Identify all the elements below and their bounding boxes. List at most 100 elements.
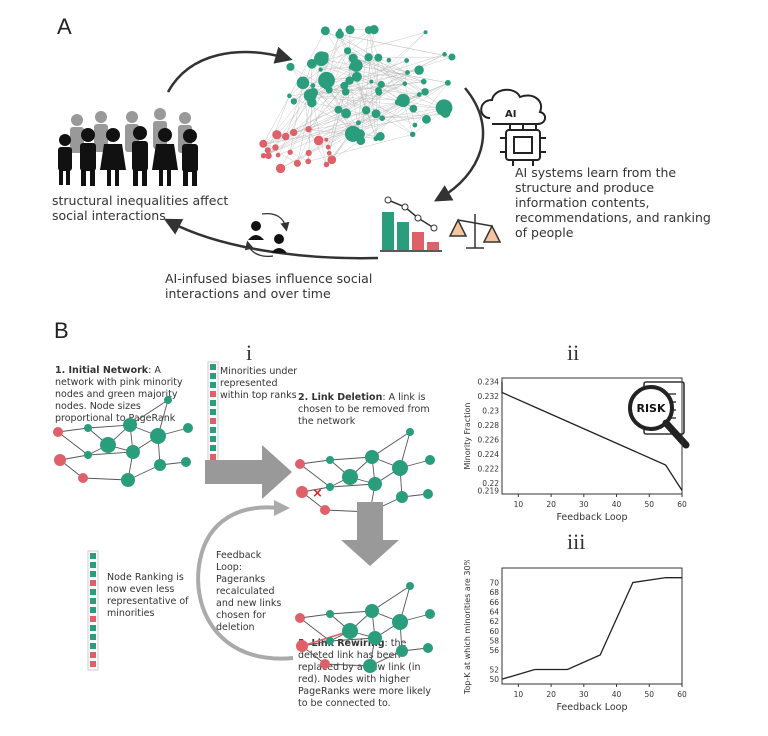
rank-cell [90,571,96,577]
network-edge [329,637,376,642]
x-tick-label: 40 [612,690,622,699]
network-edge [371,431,411,458]
y-tick-label: 0.234 [478,378,500,387]
plot-frame [501,567,683,685]
y-tick-label: 0.226 [478,436,500,445]
network-node [84,424,92,432]
y-tick-label: 50 [489,675,499,684]
step1-title: 1. Initial Network [55,365,149,376]
network-edge [129,399,169,426]
network-edge [344,60,407,86]
rank-cell [210,445,216,451]
network-node [348,64,354,70]
panel-b-label: B [54,318,69,343]
network-node [425,609,435,619]
network-edge [338,83,405,110]
series-line [501,577,682,680]
y-tick-label: 70 [489,579,499,588]
network-edge [311,63,424,82]
rank-cell [210,436,216,442]
network-node [84,451,92,459]
x-tick-label: 60 [677,500,687,509]
social-interaction-icon [244,212,290,258]
network-node [409,104,418,113]
cycle-arrow-people-to-network [166,46,293,93]
rank-cell [90,580,96,586]
network-node [260,153,267,159]
network-node [259,139,268,148]
network-node [402,81,408,87]
rank-cell [90,607,96,613]
rank-cell [210,382,216,388]
network-node [305,158,312,165]
y-axis-label: Top-K at which minorities are 30% [463,560,472,695]
network-edge [329,58,354,154]
x-tick-label: 60 [677,690,687,699]
network-node [342,469,358,485]
network-node [356,136,366,146]
network-node [305,125,312,133]
network-node [126,445,140,459]
network-edge [331,90,379,160]
network-node [396,491,408,503]
network-edge [320,66,352,70]
network-edge [308,85,345,130]
network-node [326,637,334,645]
network-node [325,144,331,150]
y-tick-label: 64 [489,608,499,617]
x-tick-label: 40 [612,500,622,509]
network-edge [339,34,426,92]
network-edge [358,30,370,123]
network-node [425,455,435,465]
x-tick-label: 20 [546,500,556,509]
network-node [326,610,334,618]
network-node [322,81,332,90]
rank-cell [90,634,96,640]
network-edge [338,54,445,110]
network-node [272,144,279,151]
network-edge [293,107,445,133]
network-edge [328,92,380,148]
network-edge [263,30,326,144]
process-arrow-right [205,445,292,499]
network-edge [293,85,313,102]
network-node [306,59,317,69]
network-node [326,150,332,156]
network-node [420,78,427,85]
network-node [374,53,383,62]
network-edge [289,82,304,153]
network-node [340,81,349,90]
rank-cell [90,661,96,667]
network-edge [329,610,373,615]
rewired-network [295,582,435,673]
panel-a-graphics: AI [58,25,546,260]
network-node [375,132,385,141]
rank-cell [90,616,96,622]
deletion-network: × [295,428,435,519]
rank-strip-initial [207,361,219,473]
network-edge [297,50,348,164]
network-edge [329,456,373,461]
network-node [53,427,63,437]
network-edge [299,617,331,642]
network-edge [414,82,449,126]
network-edge [371,585,411,612]
y-tick-label: 68 [489,588,499,597]
network-node [295,459,305,469]
step2-description: 2. Link Deletion: A link is chosen to be… [298,392,443,428]
rewired-edge [301,630,351,647]
network-node [365,604,379,618]
network-edge [308,129,327,165]
network-edge [290,152,309,162]
network-node [423,643,433,653]
bias-caption: AI-infused biases influence social inter… [165,271,373,301]
network-node [412,122,418,128]
y-tick-label: 62 [489,617,499,626]
rank-cell [90,652,96,658]
network-node [100,437,116,453]
network-edge [310,95,404,101]
network-node [310,83,316,88]
minorities-note: Minorities under represented within top … [220,366,298,401]
network-edge [302,82,309,130]
network-node [295,613,305,623]
